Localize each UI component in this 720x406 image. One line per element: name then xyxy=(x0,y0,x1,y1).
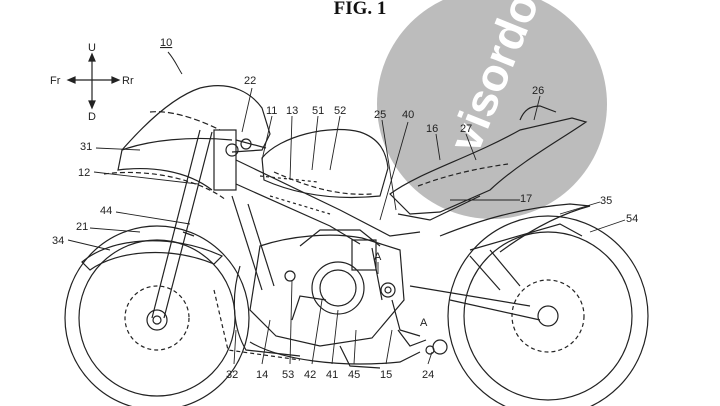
overall-ref-label: 10 xyxy=(160,37,172,49)
callout-26: 26 xyxy=(532,85,544,97)
callout-14: 14 xyxy=(256,369,268,381)
callout-44: 44 xyxy=(100,205,112,217)
engine xyxy=(213,229,405,361)
figure-title: FIG. 1 xyxy=(333,0,387,19)
compass-up-label: U xyxy=(88,42,96,54)
main-frame xyxy=(231,159,421,291)
orientation-compass xyxy=(66,52,121,110)
callout-11: 11 xyxy=(266,105,277,117)
callout-51: 51 xyxy=(312,105,324,117)
front-fork xyxy=(151,129,213,319)
callout-16: 16 xyxy=(426,123,438,135)
callout-34: 34 xyxy=(52,235,64,247)
callout-32: 32 xyxy=(226,369,238,381)
callout-21: 21 xyxy=(76,221,88,233)
callout-A-upper: A xyxy=(374,251,382,263)
callout-54: 54 xyxy=(626,213,638,225)
compass-front-label: Fr xyxy=(50,75,61,87)
exhaust-lower xyxy=(249,247,448,369)
leader-lines xyxy=(67,87,626,365)
callout-labels: 22 11 13 51 52 25 40 26 16 27 31 12 17 3… xyxy=(52,75,638,381)
callout-A-lower: A xyxy=(420,317,428,329)
watermark: visordown xyxy=(377,0,607,219)
motorcycle xyxy=(64,85,649,406)
callout-35: 35 xyxy=(600,195,612,207)
callout-41: 41 xyxy=(326,369,338,381)
callout-17: 17 xyxy=(520,193,532,205)
front-fender xyxy=(81,240,224,271)
callout-31: 31 xyxy=(80,141,92,153)
callout-25: 25 xyxy=(374,109,386,121)
fuel-tank-dash xyxy=(273,171,373,195)
rear-wheel xyxy=(447,215,649,406)
rear-bodywork xyxy=(409,203,591,321)
callout-22: 22 xyxy=(244,75,256,87)
callout-53: 53 xyxy=(282,369,294,381)
callout-24: 24 xyxy=(422,369,434,381)
overall-ref-arrow xyxy=(167,51,183,75)
callout-13: 13 xyxy=(286,105,298,117)
compass-rear-label: Rr xyxy=(122,75,134,87)
fuel-tank xyxy=(261,128,389,199)
compass-down-label: D xyxy=(88,111,96,123)
callout-27: 27 xyxy=(460,123,472,135)
callout-52: 52 xyxy=(334,105,346,117)
callout-12: 12 xyxy=(78,167,90,179)
front-fairing xyxy=(103,85,271,201)
callout-40: 40 xyxy=(402,109,414,121)
callout-42: 42 xyxy=(304,369,316,381)
callout-15: 15 xyxy=(380,369,392,381)
seat-tail xyxy=(389,105,588,221)
callout-45: 45 xyxy=(348,369,360,381)
